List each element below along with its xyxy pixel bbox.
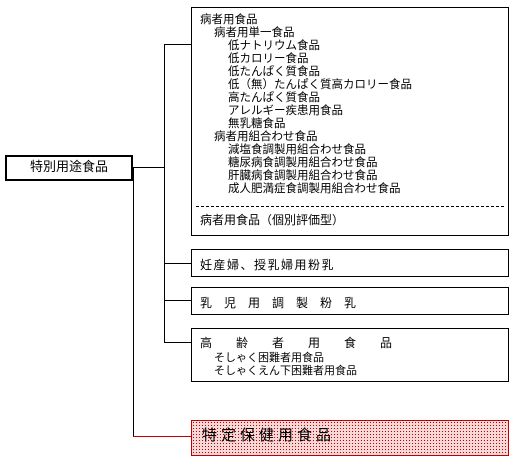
single-food-category: 病者用単一食品: [214, 25, 295, 39]
list-item: 無乳糖食品: [228, 116, 286, 130]
list-item: そしゃくえん下困難者用食品: [214, 364, 357, 377]
individual-evaluation-type: 病者用食品（個別評価型）: [200, 213, 345, 227]
root-node-special-use-food: 特別用途食品: [5, 155, 133, 181]
list-item: 低たんぱく質食品: [228, 64, 320, 78]
patient-food-box: 病者用食品 病者用単一食品 低ナトリウム食品 低カロリー食品 低たんぱく質食品 …: [191, 7, 509, 236]
list-item: そしゃく困難者用食品: [214, 351, 324, 364]
dashed-divider: [196, 206, 504, 207]
connector-root-horizontal: [133, 167, 164, 168]
health-use-food-box: 特定保健用食品: [191, 420, 509, 456]
connector-trunk-vertical: [164, 44, 165, 343]
infant-formula-box: 乳 児 用 調 製 粉 乳: [191, 287, 509, 315]
infant-formula-label: 乳 児 用 調 製 粉 乳: [200, 296, 357, 310]
list-item: 減塩食調製用組合わせ食品: [228, 142, 366, 156]
elderly-food-box: 高 齢 者 用 食 品 そしゃく困難者用食品 そしゃくえん下困難者用食品: [191, 328, 509, 382]
connector-infant: [164, 300, 191, 301]
list-item: 肝臓病食調製用組合わせ食品: [228, 168, 378, 182]
list-item: 低（無）たんぱく質高カロリー食品: [228, 77, 412, 91]
list-item: 低カロリー食品: [228, 51, 309, 65]
list-item: アレルギー疾患用食品: [228, 103, 343, 117]
pregnant-nursing-box: 妊産婦、授乳婦用粉乳: [191, 249, 509, 277]
connector-elderly: [164, 342, 191, 343]
patient-food-heading: 病者用食品: [200, 12, 258, 26]
list-item: 低ナトリウム食品: [228, 38, 320, 52]
health-use-food-label: 特定保健用食品: [202, 426, 336, 444]
elderly-food-title: 高 齢 者 用 食 品: [200, 336, 393, 350]
pregnant-nursing-label: 妊産婦、授乳婦用粉乳: [200, 258, 336, 272]
list-item: 成人肥満症食調製用組合わせ食品: [228, 181, 401, 195]
list-item: 糖尿病食調製用組合わせ食品: [228, 155, 378, 169]
connector-pregnant: [164, 263, 191, 264]
root-label: 特別用途食品: [29, 160, 108, 175]
connector-health-horizontal: [133, 436, 191, 437]
list-item: 高たんぱく質食品: [228, 90, 320, 104]
connector-patient-food: [164, 44, 191, 45]
connector-health-vertical: [133, 168, 134, 436]
combination-food-category: 病者用組合わせ食品: [214, 129, 318, 143]
